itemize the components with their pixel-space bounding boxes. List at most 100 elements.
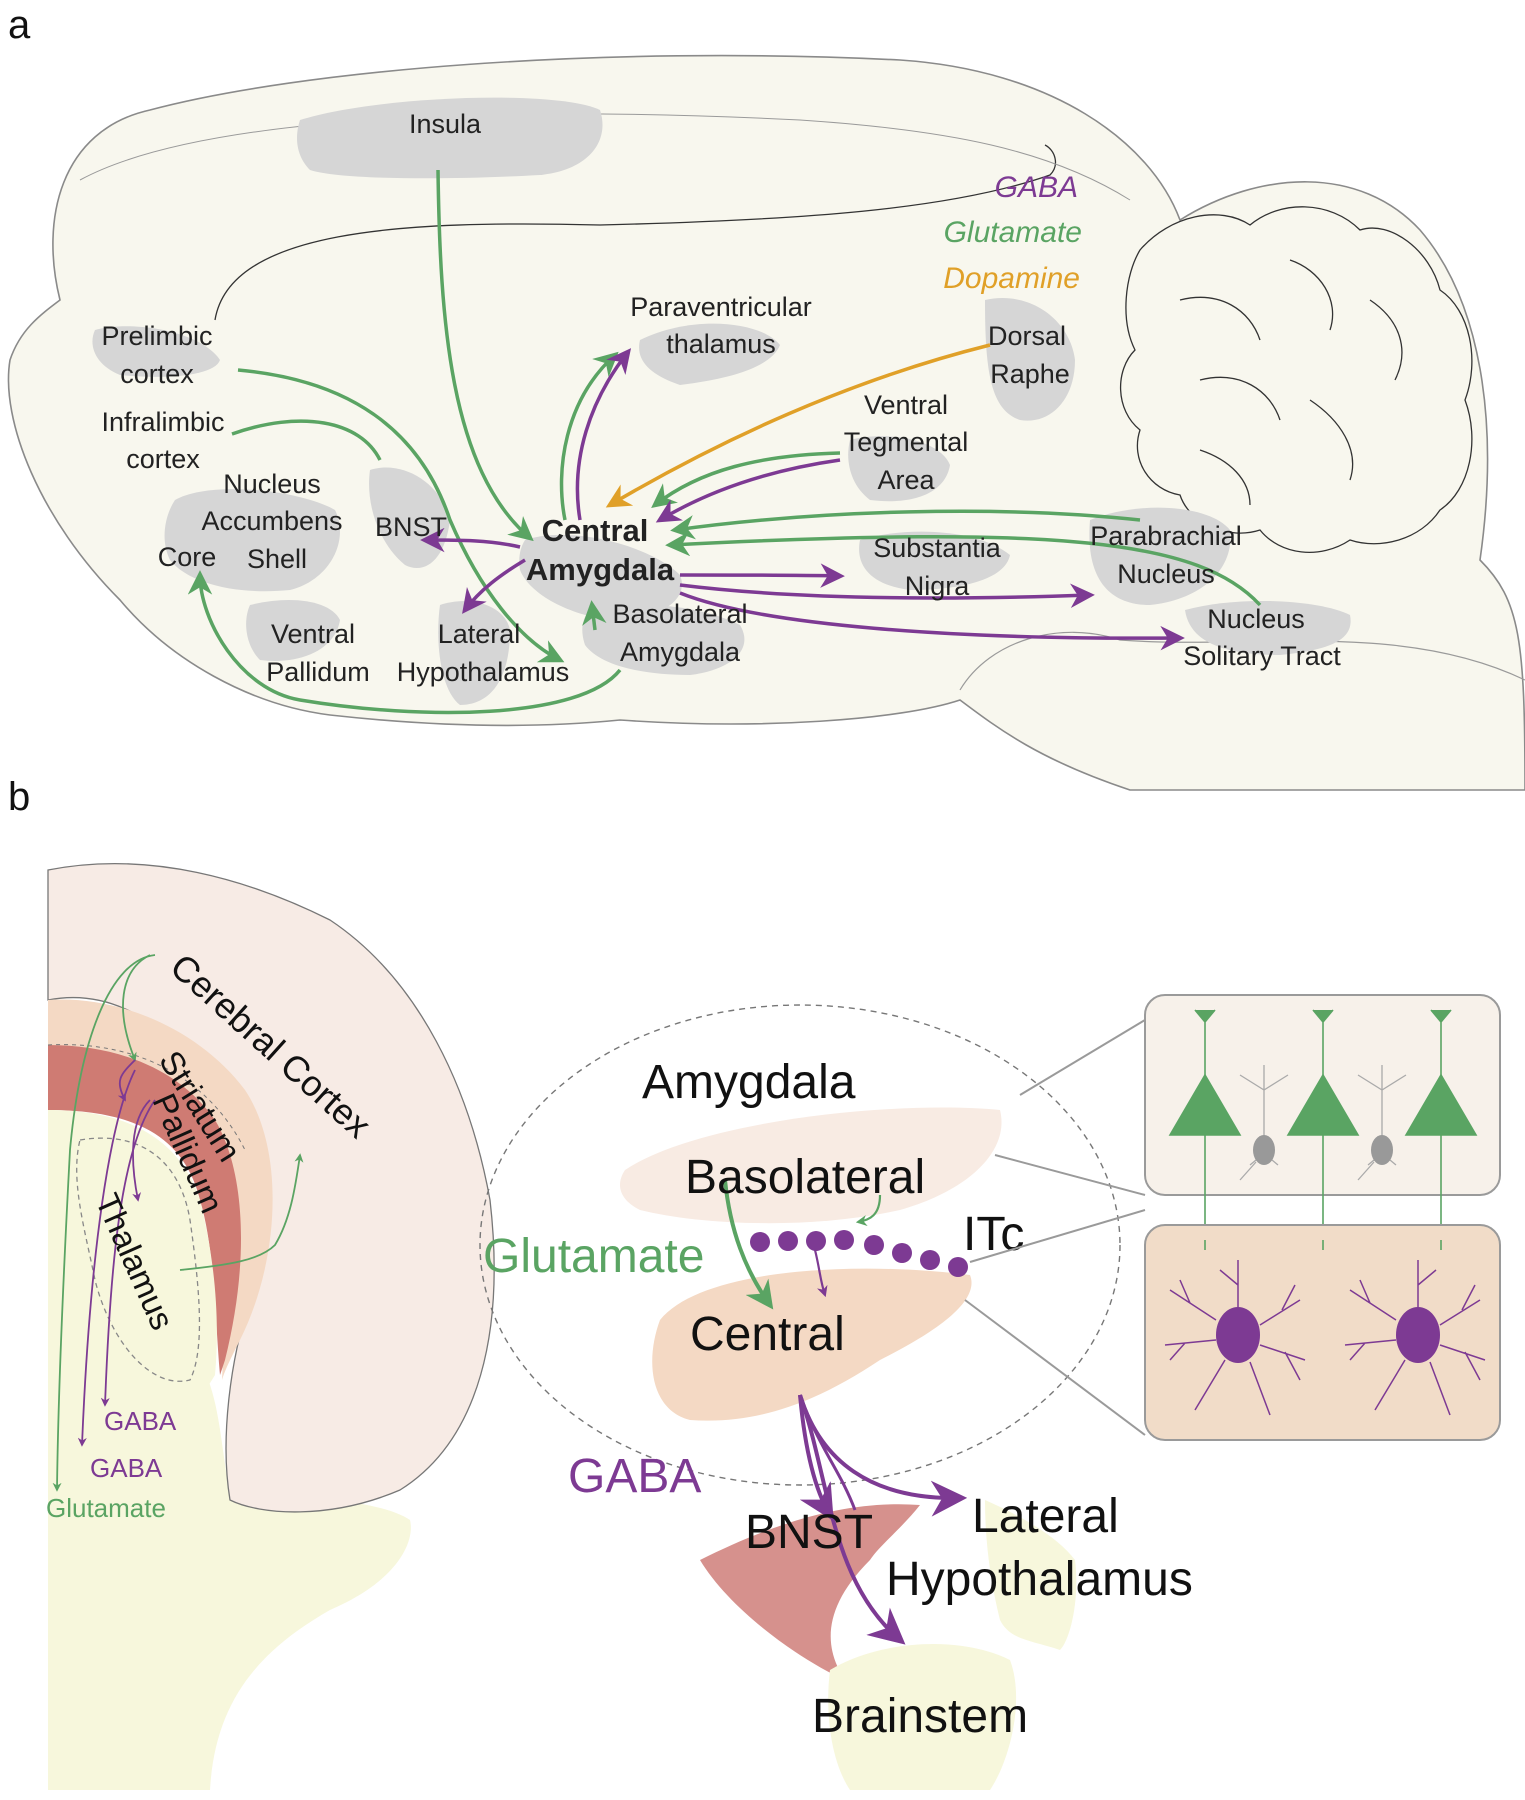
label-insula: Insula: [409, 109, 482, 139]
region-central-amygdala: [519, 534, 682, 620]
arrow-cea-to-pvt: [575, 348, 632, 521]
arrow-pallidum-descending: [100, 1099, 156, 1407]
arrow-vta-to-cea-glut: [651, 451, 841, 509]
label-core: Core: [158, 542, 217, 572]
medium-spiny-neurons: [1164, 1260, 1486, 1416]
arrow-striatum-descending: [77, 1069, 136, 1447]
neurotransmitter-legend: GABA Glutamate Dopamine: [943, 171, 1082, 295]
label-bnst-b: BNST: [745, 1506, 873, 1559]
region-pvt: [639, 323, 780, 385]
coronal-section: Cerebral Cortex Striatum Pallidum Thalam…: [46, 862, 495, 1790]
label-sn-2: Nigra: [905, 571, 971, 601]
neuron-inset-basolateral: [1144, 994, 1501, 1301]
label-central-amygdala-2: Amygdala: [526, 552, 675, 587]
itc-cell: [834, 1230, 854, 1250]
gray-regions: [92, 97, 1351, 705]
label-lh-b-1: Lateral: [972, 1490, 1119, 1543]
brainstem-region: [828, 1643, 1017, 1790]
arrow-bla-to-nac: [187, 570, 622, 715]
label-bnst: BNST: [375, 512, 447, 542]
thalamus-dashed-outline: [76, 1137, 201, 1382]
region-lateral-hypothalamus: [438, 601, 510, 705]
pyramidal-axon-terminals: [1204, 1240, 1442, 1250]
label-raphe: Raphe: [990, 359, 1070, 389]
label-vta-3: Area: [877, 465, 935, 495]
amygdala-arrows: [723, 1179, 968, 1645]
label-central-amygdala-1: Central: [542, 513, 649, 548]
arrow-nts-to-cea: [665, 531, 1262, 607]
cortex-inner-line: [79, 113, 1131, 201]
label-prelimbic-1: Prelimbic: [101, 321, 212, 351]
itc-cell: [920, 1250, 940, 1270]
interneurons: [1239, 1065, 1407, 1181]
pallidum-region: [48, 1045, 242, 1375]
itc-cell: [892, 1243, 912, 1263]
arrow-itc-to-central: [813, 1249, 828, 1298]
label-nts-1: Nucleus: [1207, 604, 1305, 634]
connector-line: [1019, 1019, 1146, 1096]
arrow-vta-to-cea-gaba: [655, 458, 841, 523]
arrow-cortex-to-striatum: [122, 954, 151, 1062]
connector-line: [994, 1154, 1146, 1196]
region-insula: [297, 97, 603, 179]
label-dorsal: Dorsal: [988, 321, 1066, 351]
panel-a-dopamine-arrows: [605, 343, 991, 508]
striatum-dashed-line: [47, 1044, 246, 1151]
arrow-infralimbic-to-bla: [231, 419, 382, 461]
panel-a-labels: Insula Prelimbic cortex Infralimbic cort…: [101, 109, 1341, 687]
region-ventral-pallidum: [246, 600, 340, 661]
label-pb-2: Nucleus: [1117, 559, 1215, 589]
label-nucleus: Nucleus: [223, 469, 321, 499]
label-itc: ITc: [963, 1208, 1024, 1261]
region-nts: [1185, 600, 1351, 655]
label-shell: Shell: [247, 544, 307, 574]
connector-line: [969, 1209, 1146, 1263]
arrow-insula-to-cea: [436, 169, 534, 542]
medium-spiny-neuron: [1344, 1260, 1486, 1416]
label-pvt-1: Paraventricular: [630, 292, 812, 322]
bnst-region: [700, 1504, 920, 1680]
arrow-bla-to-cea: [582, 600, 607, 631]
corpus-callosum-line: [214, 144, 1057, 321]
arrow-cea-to-pb: [679, 583, 1095, 608]
arrow-central-to-bnst: [798, 1394, 834, 1522]
legend-dopamine: Dopamine: [943, 262, 1080, 295]
label-pvt-2: thalamus: [666, 329, 776, 359]
panel-a-glutamate-arrows: [187, 169, 1262, 715]
label-lh-1: Lateral: [438, 619, 521, 649]
central-region: [652, 1268, 972, 1421]
label-vp-1: Ventral: [271, 619, 355, 649]
label-vta-2: Tegmental: [844, 427, 969, 457]
arrow-cea-to-bnst: [420, 527, 521, 553]
itc-cell: [948, 1257, 968, 1277]
region-nucleus-accumbens: [164, 489, 340, 592]
label-bla-1: Basolateral: [612, 599, 747, 629]
interneuron: [1357, 1065, 1407, 1181]
arrow-central-to-brainstem: [798, 1394, 906, 1645]
label-basolateral: Basolateral: [685, 1151, 925, 1204]
label-pb-1: Parabrachial: [1090, 521, 1242, 551]
zoom-connectors: [964, 1019, 1146, 1436]
region-vta: [848, 436, 950, 502]
arrow-pb-to-cea: [670, 509, 1141, 540]
label-brainstem: Brainstem: [812, 1690, 1028, 1743]
panel-a-letter: a: [8, 3, 31, 47]
coronal-base: [48, 870, 411, 1790]
itc-cell: [750, 1232, 770, 1252]
label-lh-b-2: Hypothalamus: [886, 1553, 1193, 1606]
label-vp-2: Pallidum: [266, 657, 370, 687]
panel-a-gaba-arrows: [420, 348, 1185, 651]
arrow-central-branch: [798, 1394, 857, 1511]
label-prelimbic-2: cortex: [120, 359, 194, 389]
basolateral-region: [620, 1107, 1002, 1224]
cerebellum-folds: [1119, 206, 1473, 553]
itc-cell: [806, 1231, 826, 1251]
arrow-striatum-to-pallidum: [117, 1059, 136, 1102]
interneuron: [1239, 1065, 1289, 1181]
label-coronal-gaba-1: GABA: [104, 1406, 177, 1436]
label-accumbens: Accumbens: [201, 506, 342, 536]
label-amygdala-gaba: GABA: [568, 1450, 701, 1503]
region-substantia-nigra: [859, 531, 1010, 590]
amygdala-labels: Amygdala Basolateral ITc Glutamate Centr…: [483, 1056, 1193, 1743]
label-infralimbic-1: Infralimbic: [101, 407, 224, 437]
